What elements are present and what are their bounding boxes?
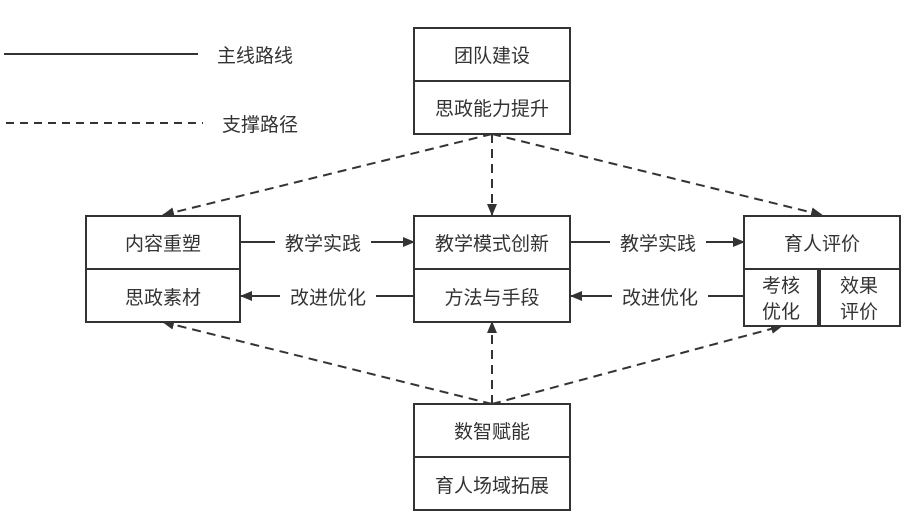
support-edges-top xyxy=(162,133,823,218)
node-content-subtitle: 思政素材 xyxy=(125,287,201,309)
edge-label-evaluation-to-teaching: 改进优化 xyxy=(622,287,698,309)
node-team-title: 团队建设 xyxy=(454,45,530,67)
support-edges-bottom xyxy=(162,319,783,405)
edge-team-to-content xyxy=(162,133,493,218)
node-digital-subtitle: 育人场域拓展 xyxy=(435,475,549,497)
edge-label-content-to-teaching: 教学实践 xyxy=(285,233,361,255)
edge-label-teaching-to-evaluation: 教学实践 xyxy=(620,233,696,255)
edge-digital-to-evaluation xyxy=(491,324,783,405)
node-digital: 数智赋能 育人场域拓展 xyxy=(413,403,571,511)
node-teaching-subtitle: 方法与手段 xyxy=(444,287,539,309)
node-evaluation-effect-line1: 效果 xyxy=(840,275,878,297)
node-evaluation-assessment-line1: 考核 xyxy=(762,275,800,297)
legend: 主线路线 支撑路径 xyxy=(4,45,298,136)
edge-team-to-evaluation xyxy=(491,133,823,218)
node-team: 团队建设 思政能力提升 xyxy=(413,27,571,135)
node-teaching-title: 教学模式创新 xyxy=(435,233,549,255)
edge-label-teaching-to-content: 改进优化 xyxy=(290,287,366,309)
node-evaluation-effect-line2: 评价 xyxy=(840,301,878,323)
node-evaluation-title: 育人评价 xyxy=(784,233,860,255)
node-teaching: 教学模式创新 方法与手段 xyxy=(413,215,571,323)
legend-solid-label: 主线路线 xyxy=(217,45,293,67)
node-content: 内容重塑 思政素材 xyxy=(85,215,241,323)
edge-labels: 教学实践 改进优化 教学实践 改进优化 xyxy=(275,229,708,309)
edge-digital-to-content xyxy=(162,319,493,405)
node-digital-title: 数智赋能 xyxy=(454,421,530,443)
node-content-title: 内容重塑 xyxy=(125,233,201,255)
node-evaluation: 育人评价 考核 优化 效果 评价 xyxy=(743,215,901,327)
legend-dashed-label: 支撑路径 xyxy=(222,114,298,136)
node-team-subtitle: 思政能力提升 xyxy=(435,98,549,120)
node-evaluation-assessment-line2: 优化 xyxy=(762,301,800,323)
